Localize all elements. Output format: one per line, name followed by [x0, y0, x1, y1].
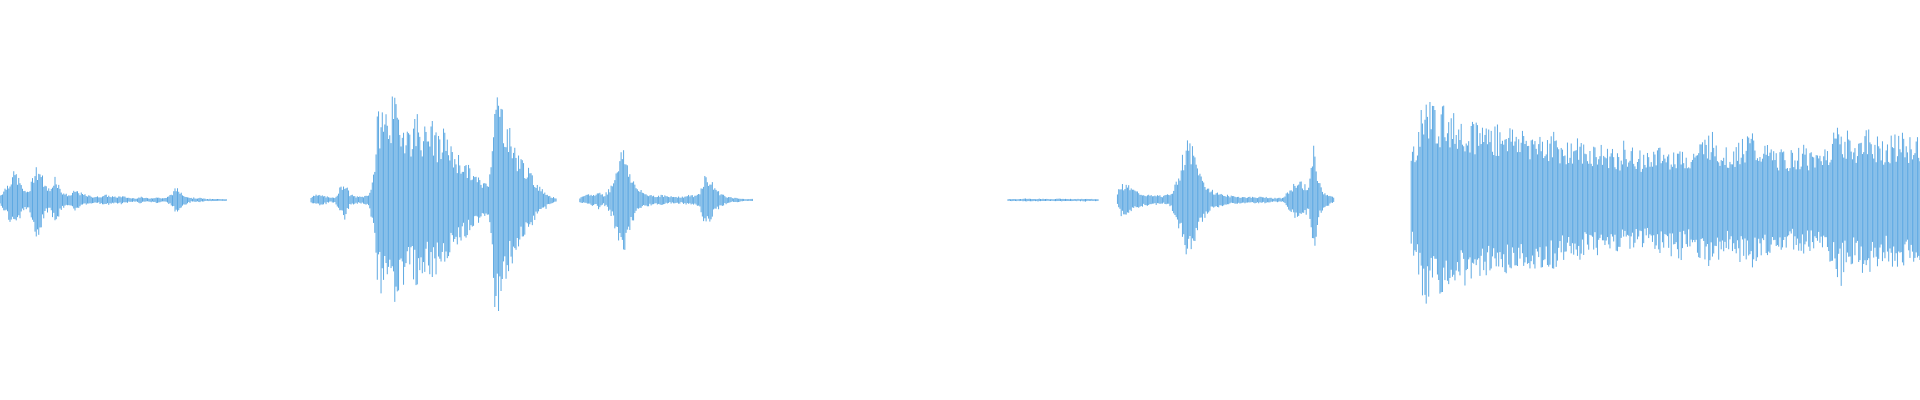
waveform-bars: [0, 96, 1920, 312]
